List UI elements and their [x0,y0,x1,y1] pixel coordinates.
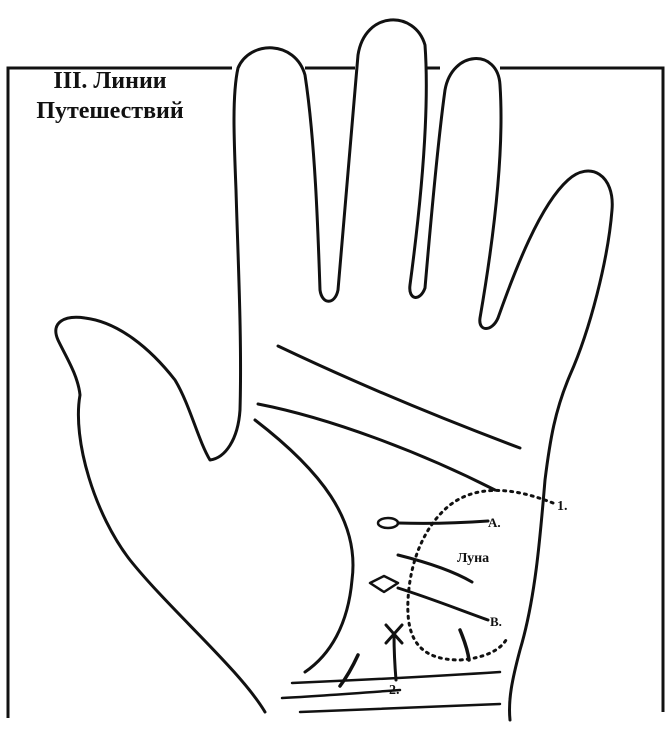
wrist-line-2 [282,690,400,698]
travel-line-b [398,588,488,620]
wrist-line-3 [300,704,500,712]
heart-line [278,346,520,448]
label-mount-moon: Луна [457,551,489,566]
label-line-a: A. [488,515,501,530]
head-line [258,404,495,490]
figure-title: III. Линии Путешествий [20,66,200,126]
small-line-right [460,630,469,660]
label-line-b: B. [490,614,502,629]
diamond-b [370,576,398,592]
label-line-1: 1. [557,499,568,514]
island-a [378,518,398,528]
title-line-2: Путешествий [20,96,200,126]
life-line [255,420,353,672]
label-line-2: 2. [389,683,400,698]
title-line-1: III. Линии [20,66,200,96]
frame [8,68,663,718]
travel-line-a [398,521,488,523]
travel-line-2 [394,634,396,680]
travel-line-1-dotted [408,490,553,660]
